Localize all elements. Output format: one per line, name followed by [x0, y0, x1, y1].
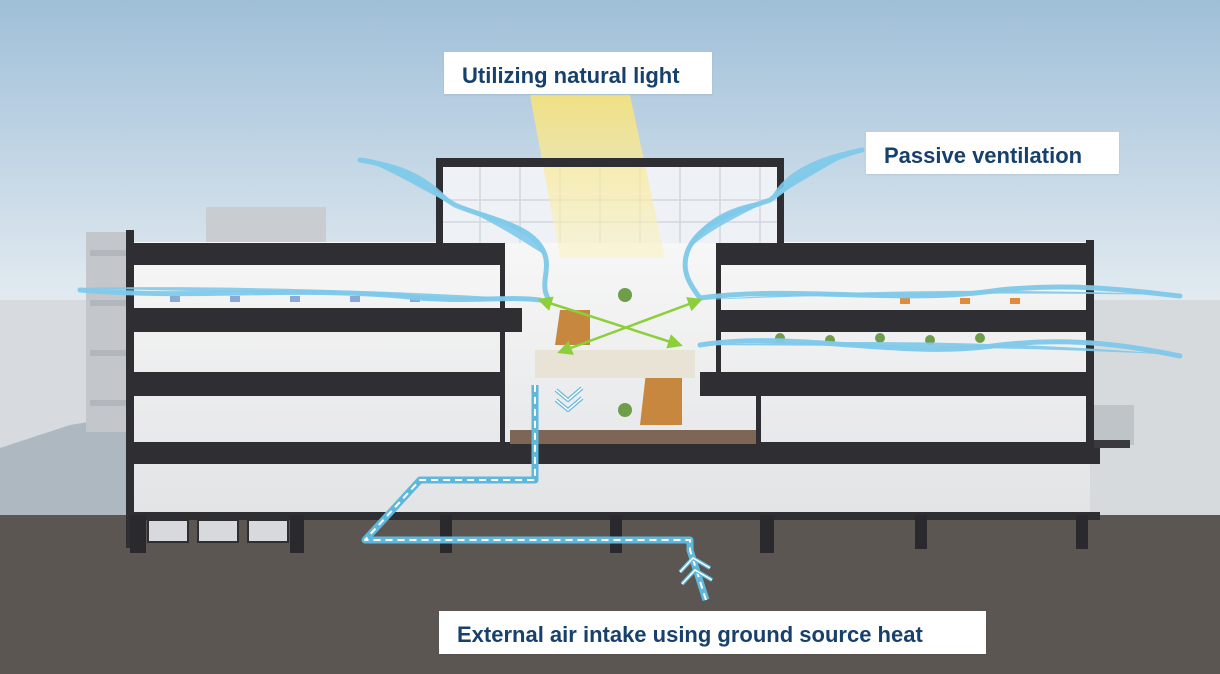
slabs — [126, 158, 1100, 548]
left-hill — [0, 415, 130, 520]
neighbor-building — [206, 207, 326, 247]
double-arrow-icon — [537, 296, 703, 355]
atrium-floor — [510, 430, 756, 444]
label-air-intake: External air intake using ground source … — [439, 611, 986, 654]
label-natural-light: Utilizing natural light — [444, 52, 712, 94]
duct-path — [361, 385, 710, 602]
label-passive-ventilation: Passive ventilation — [866, 132, 1119, 174]
sunlight-beam — [530, 95, 665, 258]
